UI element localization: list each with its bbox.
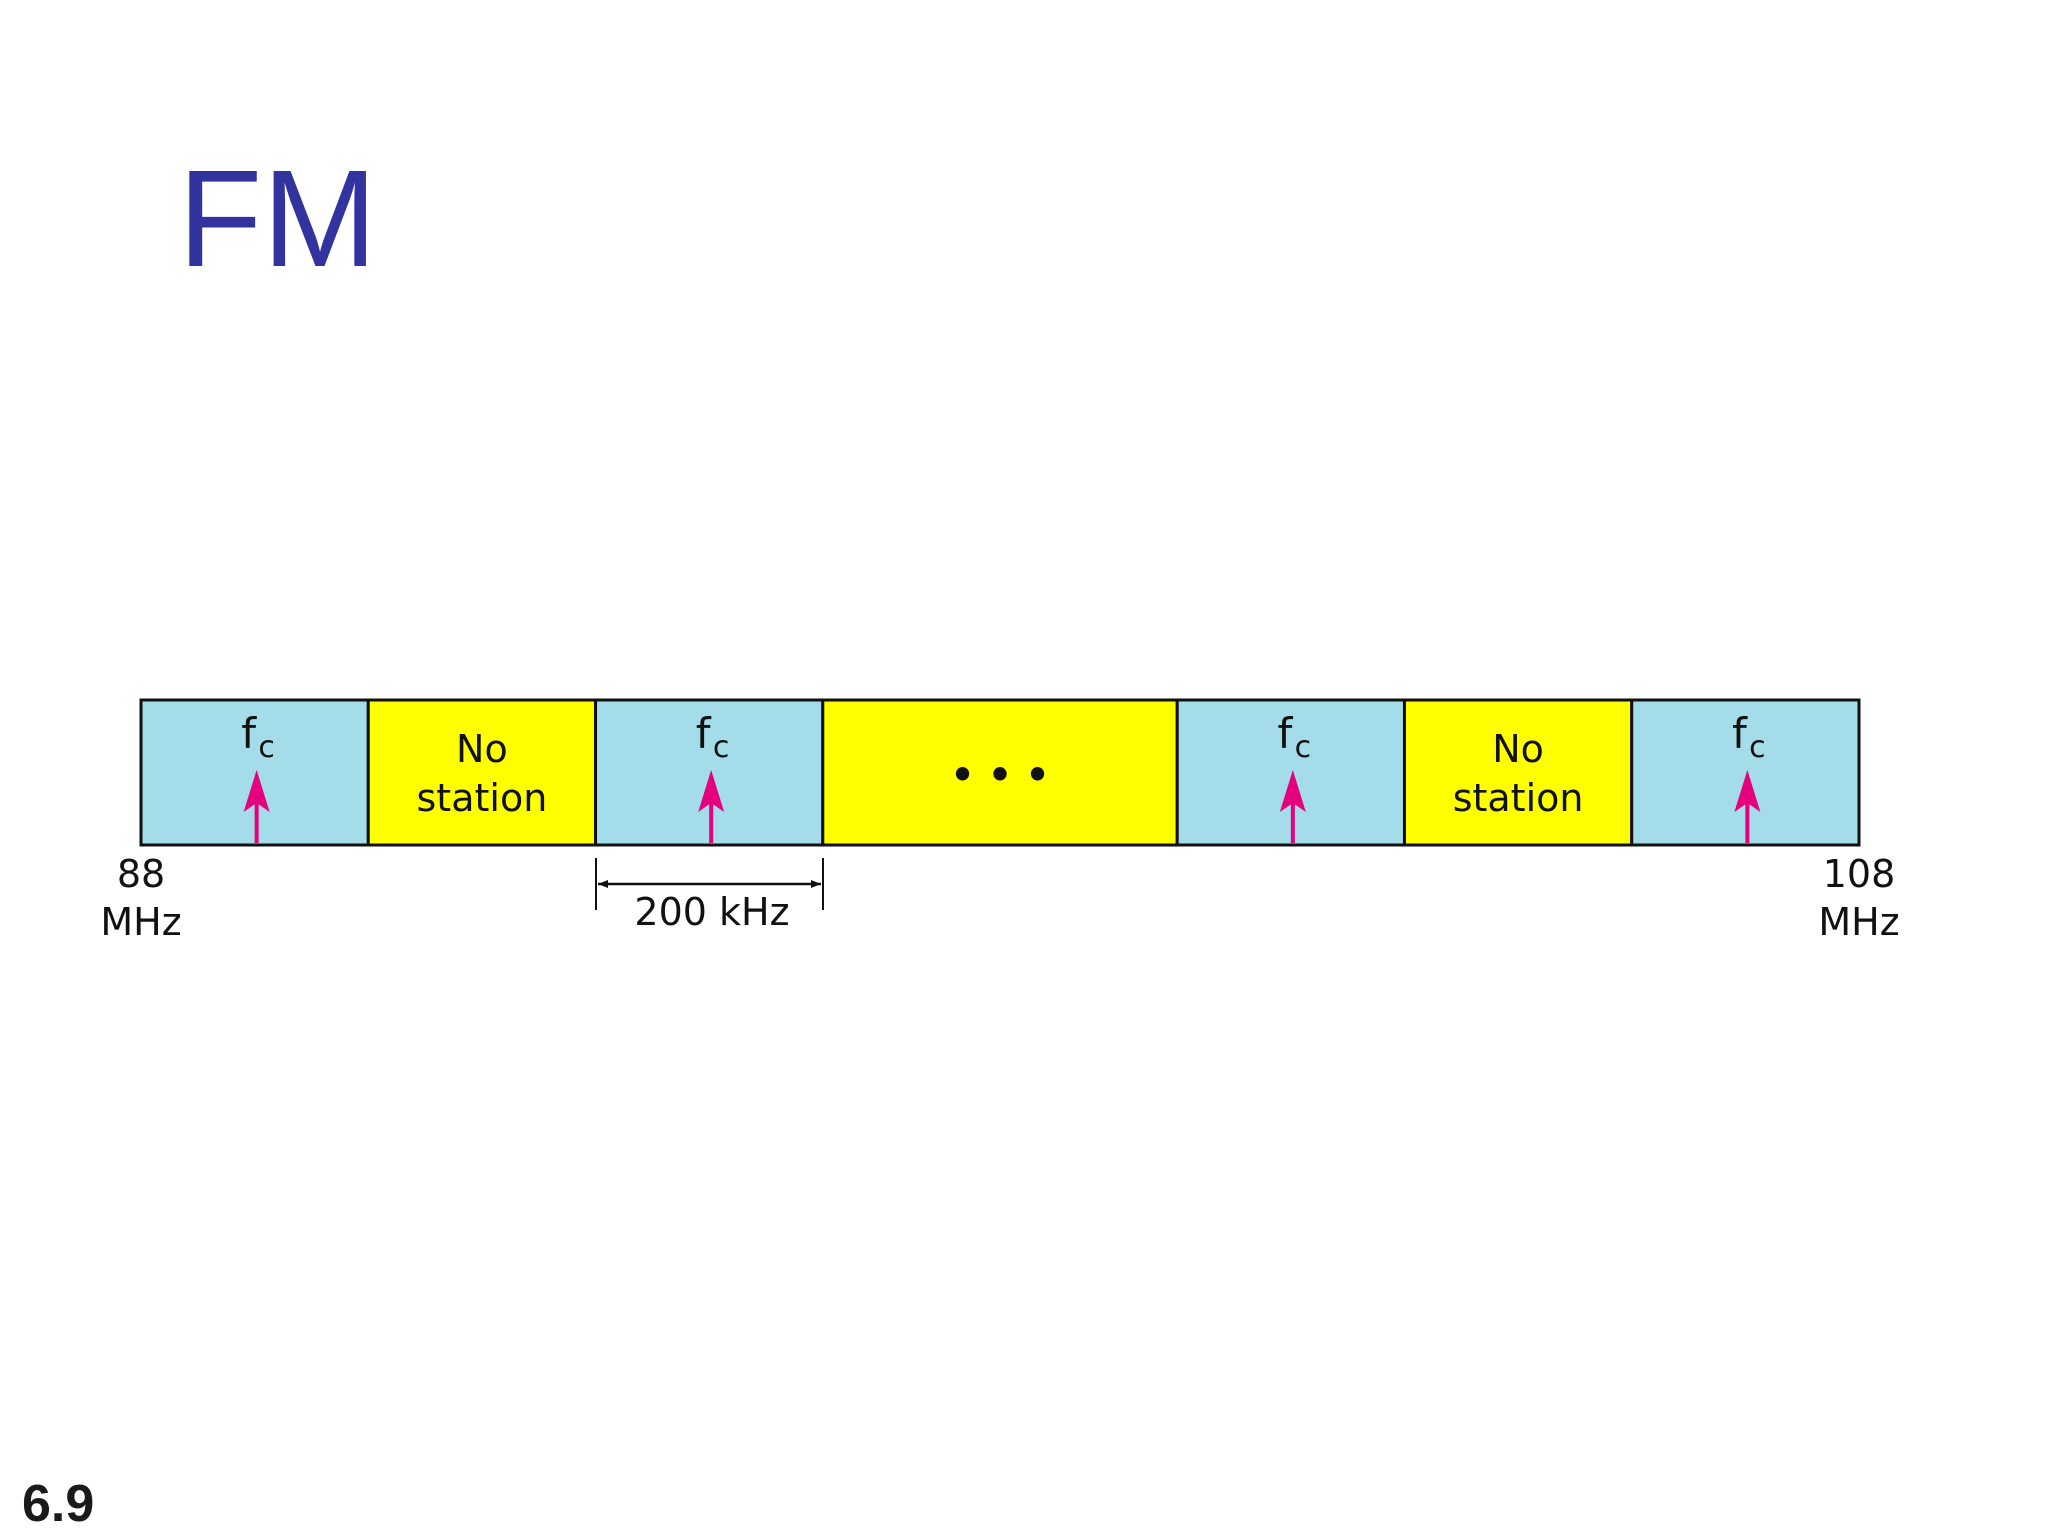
band-start-label: 88 MHz	[100, 852, 181, 944]
carrier-arrow-icon	[1279, 770, 1306, 812]
band-end-label: 108 MHz	[1818, 852, 1899, 944]
carrier-arrow-icon	[1734, 770, 1761, 812]
no-station-line1: No	[1492, 727, 1544, 771]
carrier-label: f	[696, 709, 712, 758]
carrier-label: f	[1277, 709, 1293, 758]
carrier-label-subscript: c	[1749, 730, 1766, 765]
band-cell-rect	[821, 698, 1179, 847]
band-cell-empty: No station	[366, 698, 598, 847]
carrier-label-subscript: c	[713, 730, 730, 765]
band-cell-gap: • • •	[821, 698, 1179, 847]
band-end-unit: MHz	[1818, 900, 1899, 944]
carrier-arrow-icon	[698, 770, 725, 812]
no-station-line2: station	[1453, 776, 1584, 820]
carrier-label: f	[241, 709, 257, 758]
carrier-label-subscript: c	[1295, 730, 1312, 765]
ellipsis-label: • • •	[950, 753, 1049, 797]
band-cell-rect	[1402, 698, 1634, 847]
band-end-value: 108	[1823, 852, 1896, 896]
band-start-value: 88	[117, 852, 165, 896]
band-cell-rect	[594, 698, 825, 847]
band-cell-rect	[366, 698, 598, 847]
band-cell-empty: No station	[1402, 698, 1634, 847]
carrier-label-subscript: c	[258, 730, 275, 765]
carrier-label: f	[1732, 709, 1748, 758]
no-station-line2: station	[417, 776, 548, 820]
channel-spacing-label: 200 kHz	[634, 890, 789, 934]
channel-spacing-dimension: 200 kHz	[595, 858, 824, 934]
slide-title: FM	[178, 142, 378, 296]
band-start-unit: MHz	[100, 900, 181, 944]
no-station-line1: No	[456, 727, 508, 771]
carrier-arrow-icon	[243, 770, 270, 812]
slide-number: 6.9	[22, 1475, 95, 1533]
